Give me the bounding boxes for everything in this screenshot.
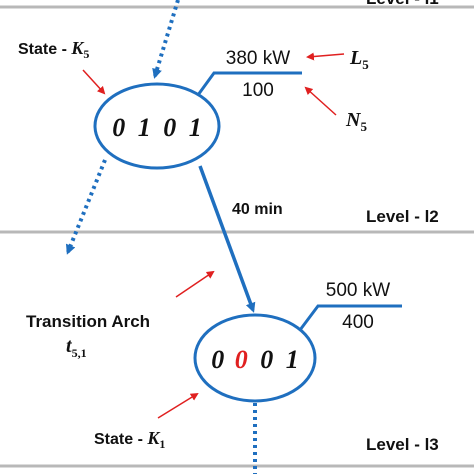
state-bottom-label-pointer [157, 392, 199, 419]
state-top-code: 0 1 0 1 [112, 113, 202, 142]
state-bottom-label: State - K1 [94, 428, 165, 451]
state-bottom-digit: 1 [286, 345, 299, 374]
transition-var-label: t5,1 [66, 335, 87, 360]
transition-arrow[interactable] [198, 165, 256, 313]
state-top-bracket [196, 71, 302, 96]
count-var-label: N5 [345, 109, 367, 134]
level-label-bottom: Level - l3 [366, 435, 439, 454]
power-var-sub: 5 [362, 57, 369, 72]
state-top-digit: 1 [138, 113, 151, 142]
count-var-pointer [304, 86, 337, 116]
transition-duration: 40 min [232, 201, 283, 218]
state-bottom-power: 500 kW [326, 280, 390, 301]
state-top-digit: 0 [163, 113, 176, 142]
state-bottom-label-prefix: State - [94, 431, 147, 448]
power-var-label: L5 [349, 47, 369, 72]
state-top-label-prefix: State - [18, 41, 71, 58]
level-label-top: Level - l1 [366, 0, 439, 8]
count-var-sub: 5 [360, 119, 367, 134]
state-bottom-digit-highlight: 0 [235, 345, 248, 374]
state-top-label-sub: 5 [83, 47, 89, 61]
state-bottom-count: 400 [342, 312, 374, 333]
transition-var: t [66, 335, 73, 357]
state-top-count: 100 [242, 80, 274, 101]
state-bottom-digit: 0 [211, 345, 224, 374]
incoming-dotted-arrow [152, 0, 180, 79]
count-var: N [345, 109, 362, 131]
level-label-middle: Level - l2 [366, 207, 439, 226]
state-bottom-label-sub: 1 [159, 437, 165, 451]
state-top-digit: 1 [189, 113, 202, 142]
transition-label-pointer [175, 270, 215, 298]
outgoing-dotted-arrow [65, 159, 107, 255]
state-bottom-ellipse[interactable] [193, 313, 317, 403]
state-top-label-pointer [82, 69, 106, 95]
state-bottom-code: 0 0 0 1 [211, 345, 299, 374]
state-bottom-label-var: K [146, 428, 161, 448]
state-top-power: 380 kW [226, 48, 290, 69]
state-top-label-var: K [70, 38, 85, 58]
state-bottom-digit: 0 [260, 345, 273, 374]
state-top-ellipse[interactable] [93, 82, 221, 170]
power-var: L [349, 47, 362, 69]
state-top-label: State - K5 [18, 38, 89, 61]
power-var-pointer [306, 52, 345, 61]
state-top-digit: 0 [112, 113, 125, 142]
transition-var-sub: 5,1 [72, 346, 87, 360]
state-bottom-bracket [298, 304, 402, 331]
transition-label: Transition Arch [26, 312, 150, 331]
